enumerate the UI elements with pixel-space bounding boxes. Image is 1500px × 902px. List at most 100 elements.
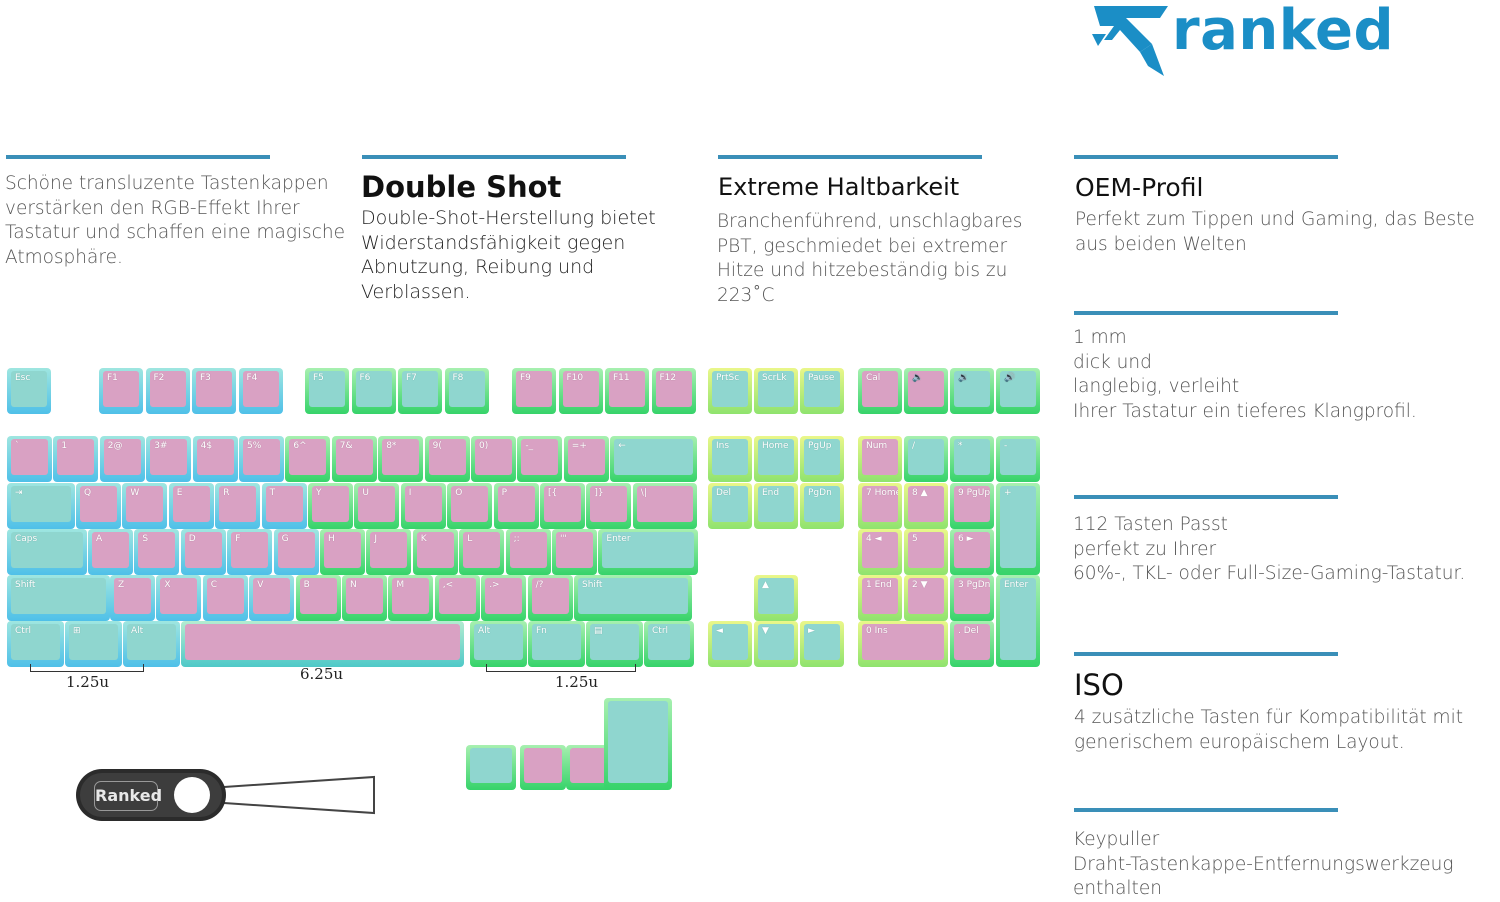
keycap-legend: 3 PgDn [954, 578, 990, 614]
keycap: 🔈 [904, 368, 948, 414]
keycap: /? [527, 575, 573, 621]
keycap [181, 621, 464, 667]
keycap-legend: 8 ▲ [908, 486, 944, 522]
keycap-legend: ← [614, 439, 694, 475]
keycap: Alt [123, 621, 180, 667]
keycap: ▤ [586, 621, 643, 667]
keycap-legend: G [277, 532, 315, 568]
keycap-legend: C [206, 578, 244, 614]
keycap-legend: F2 [149, 371, 186, 407]
keycap-legend: F8 [448, 371, 485, 407]
keycap: N [342, 575, 387, 621]
divider [1074, 808, 1338, 812]
keycap: 9 PgUp [950, 483, 994, 529]
keycap: 🔊 [996, 368, 1040, 414]
keycap: K [412, 529, 458, 575]
keycap: M [388, 575, 434, 621]
keycap-legend: PgUp [804, 439, 840, 475]
keycap-legend: PgDn [804, 486, 840, 522]
keycap-legend: 4 ◄ [862, 532, 898, 568]
keycap: .> [481, 575, 527, 621]
keycap-legend: 9( [428, 439, 466, 475]
keycap-legend: 9 PgUp [954, 486, 990, 522]
keycap: 🔉 [950, 368, 994, 414]
keycap-legend [570, 748, 608, 783]
keypuller-text: Keypuller Draht-Tastenkappe-Entfernungsw… [1073, 829, 1454, 899]
keycap: F7 [398, 368, 442, 414]
divider [1074, 155, 1338, 159]
keycap-legend: 0 Ins [862, 624, 944, 660]
keycap: 8 ▲ [904, 483, 948, 529]
keycap: 6^ [285, 436, 331, 482]
keycap: V [249, 575, 295, 621]
divider [1074, 652, 1338, 656]
keycap-legend: * [954, 439, 990, 475]
keycap-legend: F4 [242, 371, 279, 407]
keycap: A [88, 529, 133, 575]
keycap: 6 ► [950, 529, 994, 575]
keycap-legend: N [346, 578, 383, 614]
keycap-legend: Shift [11, 578, 106, 614]
keycap: F6 [351, 368, 396, 414]
keycap: Del [708, 483, 752, 529]
keycap-legend: F [231, 532, 269, 568]
keycap-legend: =+ [567, 439, 605, 475]
keycap: 9( [424, 436, 470, 482]
keycap-legend: P [497, 486, 535, 522]
oem-profile-text: Perfekt zum Tippen und Gaming, das Beste… [1075, 209, 1475, 255]
ranked-logo-mark-icon [1092, 6, 1168, 76]
keycap: D [180, 529, 226, 575]
keycap-legend: Pause [804, 371, 840, 407]
keycap-legend: ► [804, 624, 840, 660]
keycap-legend: Ctrl [11, 624, 60, 660]
keycap: 5% [239, 436, 284, 482]
keycap-legend: 4$ [196, 439, 234, 475]
keycap: F1 [99, 368, 143, 414]
keycap-legend: End [758, 486, 794, 522]
keycap-legend: Fn [532, 624, 581, 660]
keycap-legend: 1 [57, 439, 95, 475]
keycap: Shift [574, 575, 692, 621]
keycap: '" [552, 529, 597, 575]
keycap: Ctrl [644, 621, 694, 667]
keycap-legend: W [126, 486, 164, 522]
keycap-legend: Y [312, 486, 349, 522]
double-shot-text: Double-Shot-Herstellung bietet Widerstan… [361, 207, 656, 303]
keycap-legend: A [92, 532, 129, 568]
keycap: 3# [146, 436, 192, 482]
keycap: F2 [145, 368, 190, 414]
keycap: Q [76, 483, 121, 529]
keycap: Fn [528, 621, 585, 667]
keycap: ← [610, 436, 698, 482]
keycap: F9 [512, 368, 556, 414]
keycap-legend: Ctrl [648, 624, 690, 660]
keypuller-tool: Ranked [74, 765, 379, 825]
keycap: F [227, 529, 273, 575]
key-count-text: 112 Tasten Passt perfekt zu Ihrer 60%-, … [1073, 514, 1466, 584]
keycap-legend: ]} [590, 486, 628, 522]
keycap: F4 [238, 368, 283, 414]
keycap-legend: F10 [562, 371, 599, 407]
keycap-legend: 🔈 [908, 371, 944, 407]
keycap-legend: '" [556, 532, 593, 568]
keycap-legend: Num [862, 439, 898, 475]
keycap: 3 PgDn [950, 575, 994, 621]
keycap-legend: Alt [127, 624, 176, 660]
keycap-legend: O [451, 486, 489, 522]
keycap: PgUp [800, 436, 844, 482]
keycap-legend [608, 701, 668, 783]
logo-wordmark: ranked [1172, 0, 1395, 63]
divider [1074, 311, 1338, 315]
keycap: W [122, 483, 168, 529]
keycap: 0) [471, 436, 516, 482]
keycap-legend: F5 [309, 371, 345, 407]
keycap: / [904, 436, 948, 482]
keycap: ` [7, 436, 52, 482]
keycap: S [134, 529, 180, 575]
keycap-legend: F6 [355, 371, 392, 407]
oem-profile-title: OEM-Profil [1075, 173, 1204, 202]
keycap-legend: Shift [578, 578, 688, 614]
keycap: End [754, 483, 798, 529]
keycap: ⊞ [65, 621, 122, 667]
